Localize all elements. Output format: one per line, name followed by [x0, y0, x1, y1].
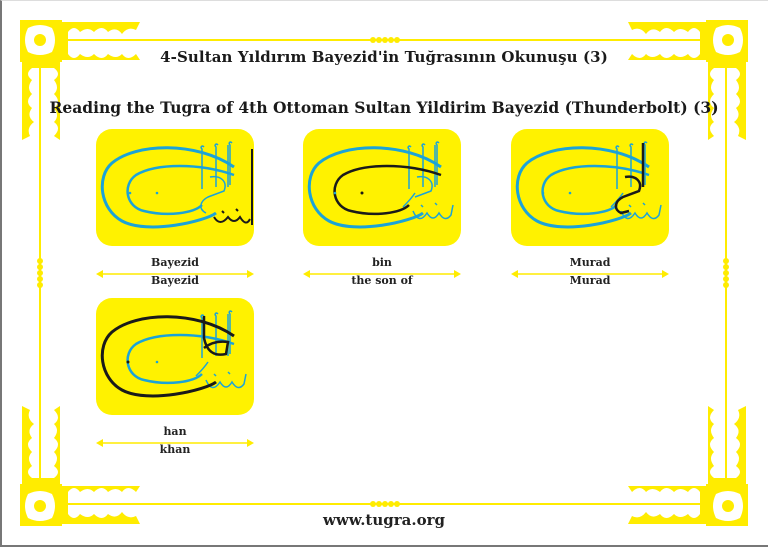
- tugra-item-murad: Murad Murad: [511, 129, 669, 296]
- tugra-item-bayezid: Bayezid Bayezid: [96, 129, 254, 296]
- tugra-card: [303, 129, 461, 246]
- tugra-drawing-icon: [100, 141, 253, 229]
- double-arrow-icon: [96, 270, 254, 278]
- reading-labels: han khan: [96, 425, 254, 465]
- tugra-item-han: han khan: [96, 298, 254, 465]
- title-english: Reading the Tugra of 4th Ottoman Sultan …: [49, 98, 719, 117]
- tugra-drawing-icon: [100, 310, 247, 398]
- original-word: Bayezid: [151, 256, 199, 269]
- corner-ornament-top-left: [20, 20, 140, 140]
- tugra-card: [96, 129, 254, 246]
- translation-word: Murad: [569, 274, 611, 287]
- website-footer-link[interactable]: www.tugra.org: [322, 511, 445, 529]
- border-right-dots: [723, 258, 729, 288]
- reading-labels: Bayezid Bayezid: [96, 256, 254, 296]
- original-word: bin: [372, 256, 392, 269]
- original-word: Murad: [569, 256, 611, 269]
- corner-ornament-bottom-left: [20, 406, 140, 526]
- corner-ornament-bottom-right: [628, 406, 748, 526]
- tugra-card: [96, 298, 254, 415]
- translation-word: the son of: [351, 274, 413, 287]
- border-bottom-dots: [370, 501, 400, 507]
- tugra-drawing-icon: [515, 141, 662, 229]
- reading-labels: Murad Murad: [511, 256, 669, 296]
- border-top-dots: [370, 37, 400, 43]
- translation-word: khan: [159, 443, 191, 456]
- corner-ornament-top-right: [628, 20, 748, 140]
- translation-word: Bayezid: [151, 274, 199, 287]
- double-arrow-icon: [511, 270, 669, 278]
- tugra-card: [511, 129, 669, 246]
- double-arrow-icon: [96, 439, 254, 447]
- tugra-item-bin: bin the son of: [303, 129, 461, 296]
- title-turkish: 4-Sultan Yıldırım Bayezid'in Tuğrasının …: [160, 48, 608, 66]
- tugra-drawing-icon: [307, 141, 454, 229]
- reading-labels: bin the son of: [303, 256, 461, 296]
- double-arrow-icon: [303, 270, 461, 278]
- border-left-dots: [37, 258, 43, 288]
- original-word: han: [163, 425, 187, 438]
